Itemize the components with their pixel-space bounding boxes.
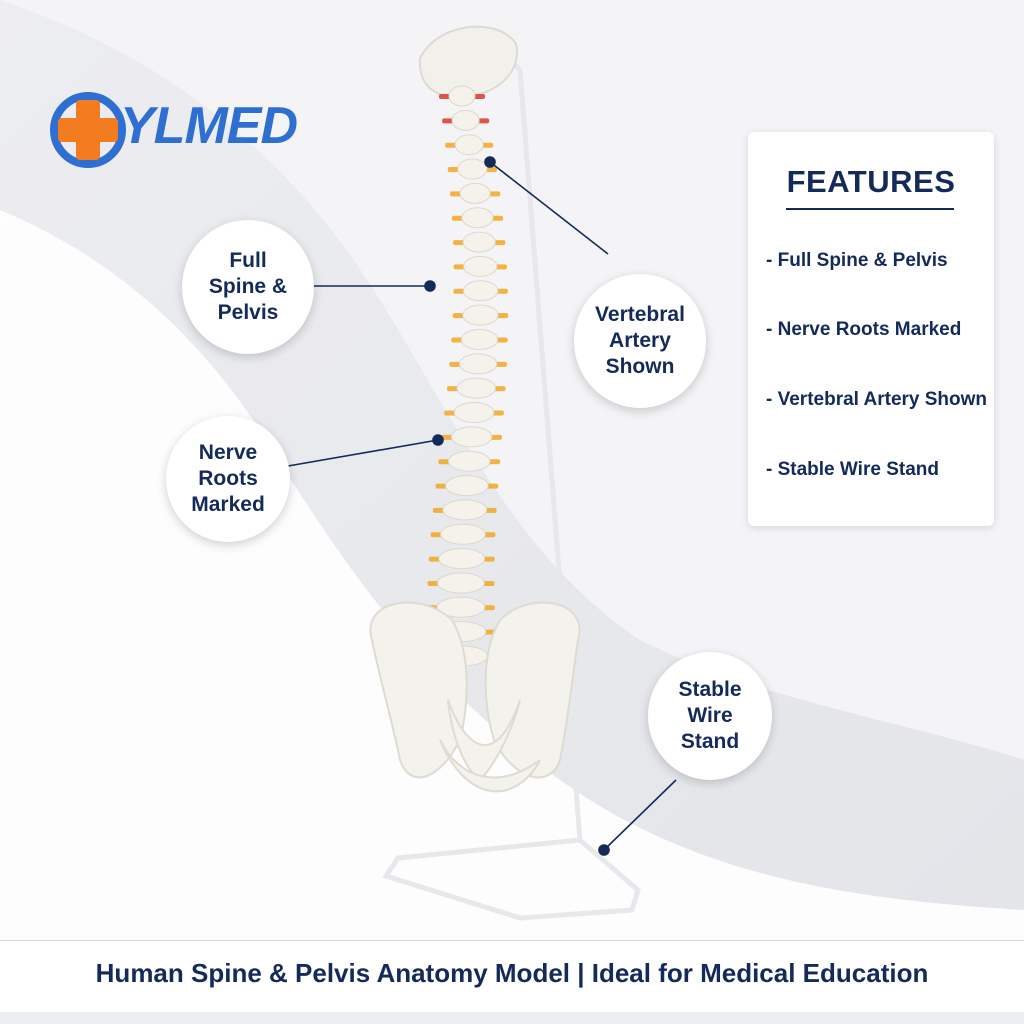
footer-strip: [0, 1012, 1024, 1024]
vertebra: [463, 255, 498, 277]
feature-item: - Stable Wire Stand: [766, 459, 939, 480]
vertebra: [451, 109, 480, 131]
vertebra: [454, 134, 484, 156]
features-title: FEATURES: [786, 164, 956, 199]
vertebra: [438, 548, 486, 570]
vertebra: [450, 426, 493, 448]
callout-full-spine-pelvis: Full Spine & Pelvis: [182, 220, 314, 354]
vertebra: [442, 499, 488, 521]
vertebra: [458, 353, 498, 375]
vertebra: [462, 280, 499, 302]
brand-name: YLMED: [120, 97, 298, 155]
vertebra: [462, 231, 496, 253]
feature-item: - Nerve Roots Marked: [766, 319, 962, 340]
vertebra: [453, 402, 495, 424]
vertebra: [459, 182, 491, 204]
footer-banner: Human Spine & Pelvis Anatomy Model | Ide…: [0, 940, 1024, 1013]
vertebra: [437, 572, 485, 594]
vertebra: [456, 377, 497, 399]
vertebra: [436, 596, 486, 618]
vertebral-column: [426, 85, 509, 667]
vertebra: [460, 328, 499, 350]
vertebra: [448, 85, 476, 107]
features-panel: FEATURES - Full Spine & Pelvis - Nerve R…: [748, 132, 994, 526]
callout-stable-wire-stand: Stable Wire Stand: [648, 652, 772, 780]
callout-nerve-roots-marked: Nerve Roots Marked: [166, 416, 290, 542]
callout-vertebral-artery-shown: Vertebral Artery Shown: [574, 274, 706, 408]
vertebra: [447, 450, 491, 472]
feature-item: - Vertebral Artery Shown: [766, 389, 988, 410]
vertebra: [457, 158, 488, 180]
feature-item: - Full Spine & Pelvis: [766, 250, 948, 271]
features-divider: [786, 208, 954, 210]
brand-logo: [50, 92, 126, 168]
vertebra: [440, 523, 486, 545]
vertebra: [462, 304, 499, 326]
footer-text: Human Spine & Pelvis Anatomy Model | Ide…: [95, 958, 929, 988]
pelvis: [369, 601, 581, 793]
vertebra: [461, 207, 494, 229]
skull-base: [418, 25, 518, 98]
vertebra: [445, 475, 489, 497]
